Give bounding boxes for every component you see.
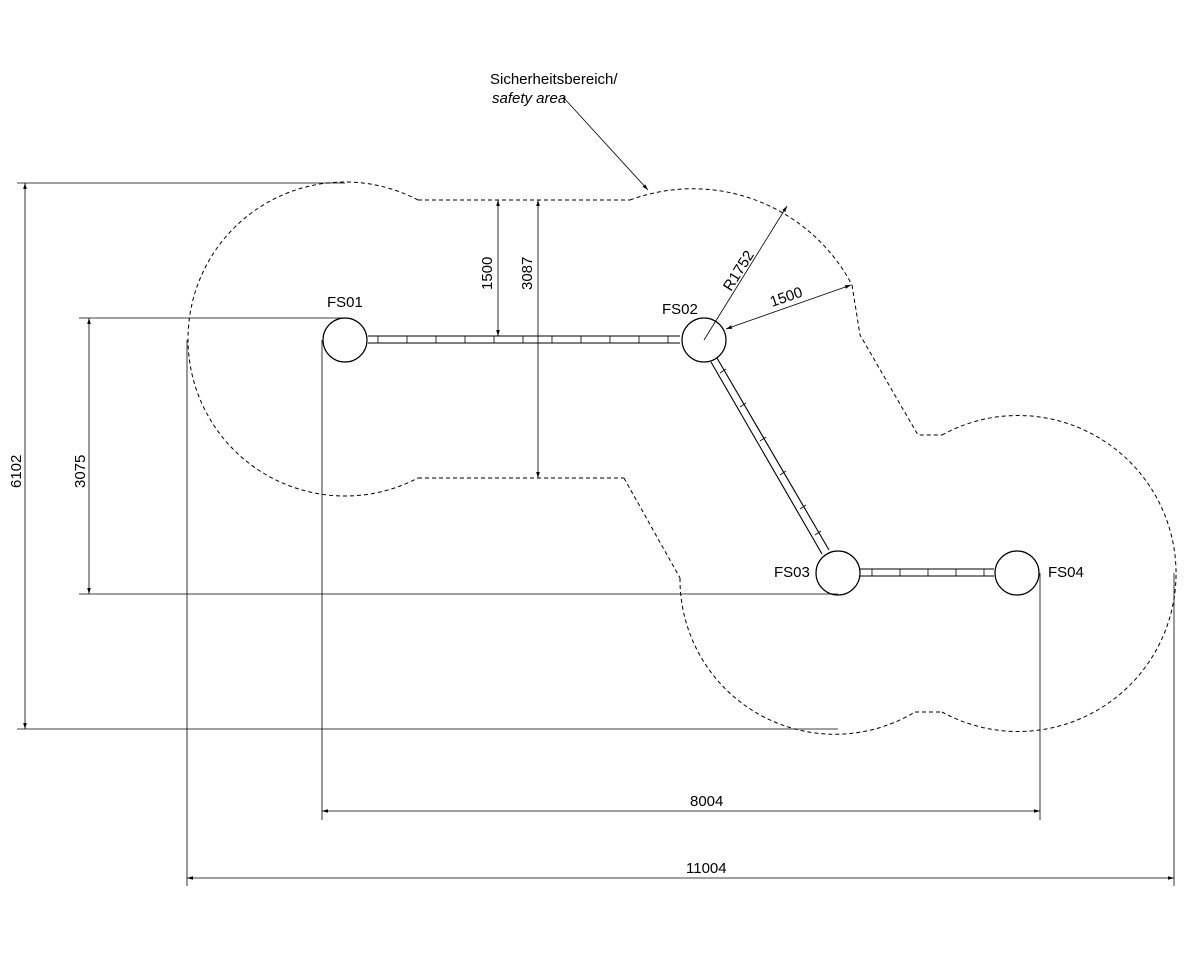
dim-post-height-diff: 3075 <box>72 318 91 594</box>
post-label-fs03: FS03 <box>774 564 810 581</box>
post-fs04: FS04 <box>994 550 1084 596</box>
dim-post-span-label: 8004 <box>690 793 723 810</box>
extension-lines <box>17 182 1175 886</box>
post-fs02: FS02 <box>662 301 727 363</box>
dim-total-width-label: 11004 <box>686 860 727 877</box>
dim-offset-inner-label: 1500 <box>479 257 496 290</box>
post-label-fs04: FS04 <box>1048 564 1084 581</box>
post-fs01: FS01 <box>322 294 368 363</box>
dim-radius-label: R1752 <box>720 248 758 294</box>
dim-post-height-diff-label: 3075 <box>72 455 89 488</box>
safety-area-outline <box>187 181 1177 735</box>
dim-clearance-label: 1500 <box>768 284 805 311</box>
dim-offset-outer-label: 3087 <box>519 257 536 290</box>
rail-fs03-fs04 <box>860 568 994 577</box>
rail-fs02-fs03 <box>710 357 830 555</box>
dim-total-height-label: 6102 <box>8 455 25 488</box>
post-label-fs01: FS01 <box>327 294 363 311</box>
annotation-line1: Sicherheitsbereich/ <box>490 71 618 88</box>
dim-clearance: 1500 <box>725 284 852 330</box>
rail-fs01-fs02 <box>368 335 680 344</box>
safety-area-annotation: Sicherheitsbereich/ safety area <box>490 71 649 191</box>
annotation-line2: safety area <box>492 90 566 107</box>
dim-offset-inner: 1500 <box>479 200 500 336</box>
dim-total-width: 11004 <box>187 860 1174 880</box>
post-fs03: FS03 <box>774 550 861 596</box>
post-label-fs02: FS02 <box>662 301 698 318</box>
dim-total-height: 6102 <box>8 183 27 729</box>
dim-post-span: 8004 <box>322 793 1040 813</box>
dim-offset-outer: 3087 <box>519 200 540 478</box>
dim-radius: R1752 <box>703 205 788 341</box>
